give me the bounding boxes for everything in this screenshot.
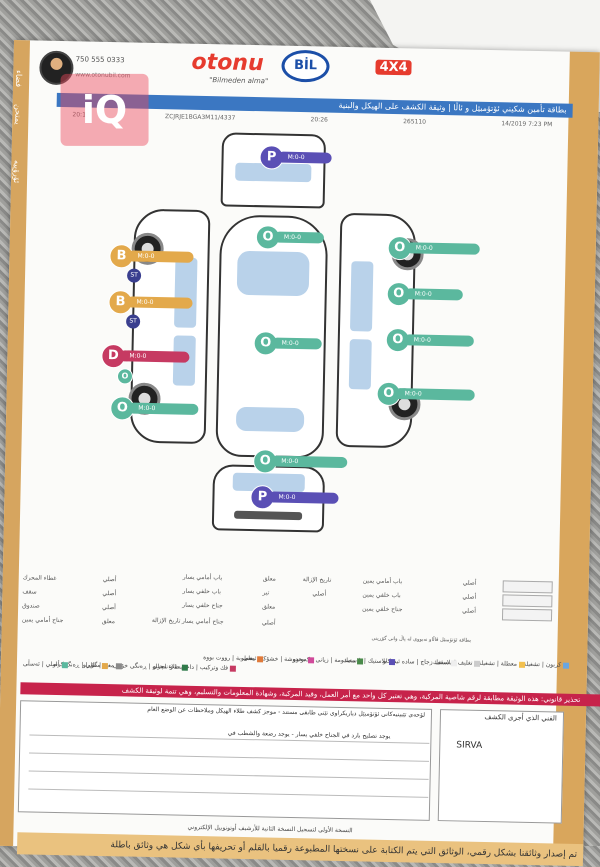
table-label: صندوق bbox=[22, 602, 40, 610]
table-label: باب خلفي يمين bbox=[362, 591, 401, 600]
table-label: جناح خلفي يمين bbox=[362, 605, 403, 614]
damage-marker: O bbox=[116, 368, 134, 392]
table-label: معلق bbox=[262, 603, 276, 611]
table-label: غطاء المحرك bbox=[22, 574, 57, 583]
windshield bbox=[236, 250, 310, 297]
table-label: جناح أمامي يمين bbox=[21, 616, 64, 625]
table-label: باب أمامي يسار bbox=[182, 573, 223, 582]
4x4-badge: 4X4 bbox=[375, 59, 412, 76]
table-label: أصلي bbox=[462, 593, 477, 601]
rear-window bbox=[235, 406, 305, 433]
inspection-sheet: فضاء يمتحن ئۆرۆپيە 750 555 0333 www.oton… bbox=[0, 40, 600, 867]
side-label: فضاء bbox=[14, 70, 24, 88]
legend-item: معطوبة | رووت بووة bbox=[203, 654, 264, 662]
legend-item: طلاء محلي | ڕەنگی خۆمی bbox=[113, 662, 188, 671]
side-window bbox=[349, 261, 374, 332]
table-label: أصلي bbox=[261, 619, 276, 627]
table-label: أصلي bbox=[462, 579, 477, 587]
table-label: جناح خلفي يسار bbox=[182, 601, 223, 610]
footer-note: النسخة الأولى لتسجيل النسخة الثانية للأر… bbox=[187, 823, 353, 835]
table-label: أصلي bbox=[102, 589, 117, 598]
table-note: بطاقة ئۆتۆمبێل ڤاڵاو نەبووی لە پاڵ وانی … bbox=[371, 635, 472, 644]
info-cell: 265110 bbox=[403, 118, 427, 126]
car-front-view bbox=[220, 132, 327, 209]
brand-logo: otonu bbox=[191, 49, 264, 77]
inspector-label: الفني الذي أجرى الكشف bbox=[484, 713, 557, 723]
notes-title: لۆحەی تێبینیەكانی ئۆتۆمبێل دیاریكراوی تێ… bbox=[147, 705, 426, 719]
table-label: أصلي bbox=[312, 590, 327, 598]
table-label: أصلي bbox=[462, 607, 476, 615]
table-label: سقف bbox=[22, 588, 37, 596]
table-cell bbox=[501, 608, 553, 622]
table-label: معلق bbox=[262, 575, 276, 583]
legend-item: أصلي | ئەسڵی bbox=[23, 660, 68, 668]
table-label: جناح أمامي يسار bbox=[181, 617, 224, 626]
side-window bbox=[174, 257, 198, 328]
phone-number: 750 555 0333 bbox=[75, 55, 125, 65]
table-label: أصلي bbox=[102, 575, 117, 584]
legend-item: كربون | تشغيلة bbox=[523, 661, 570, 669]
watermark-logo: iQ bbox=[60, 73, 149, 146]
table-label: تاريخ الإزالة bbox=[151, 617, 181, 625]
table-cell bbox=[502, 580, 553, 594]
table-label: باب خلفي يسار bbox=[182, 587, 222, 596]
brand-tagline: "Bilmeden alma" bbox=[209, 76, 269, 86]
table-label: تاريخ الإزالة bbox=[302, 576, 332, 584]
inspector-box: الفني الذي أجرى الكشف SIRVA bbox=[437, 709, 565, 824]
table-cell bbox=[502, 594, 553, 608]
info-cell: 14/2019 7:23 PM bbox=[501, 120, 553, 129]
table-label: معلق bbox=[101, 617, 116, 626]
side-label: ئۆرۆپيە bbox=[12, 159, 22, 184]
brand-bil-logo: BİL bbox=[281, 49, 330, 83]
footer-warning: تم إصدار وثائقنا بشكل رقمي، الوثائق التي… bbox=[16, 832, 584, 867]
info-cell: 20:26 bbox=[310, 116, 328, 124]
rear-bumper bbox=[234, 510, 303, 521]
legend-item: معطلة | تشغيلة bbox=[478, 660, 526, 668]
table-label: أصلي bbox=[102, 603, 116, 612]
info-cell: ZCJRJE1BGA3M11/4337 bbox=[164, 113, 236, 122]
side-window bbox=[348, 339, 372, 390]
table-label: باب أمامي يمين bbox=[362, 577, 403, 586]
side-label: يمتحن bbox=[13, 104, 23, 125]
inspector-name: SIRVA bbox=[456, 740, 483, 751]
table-label: تير bbox=[262, 589, 270, 597]
